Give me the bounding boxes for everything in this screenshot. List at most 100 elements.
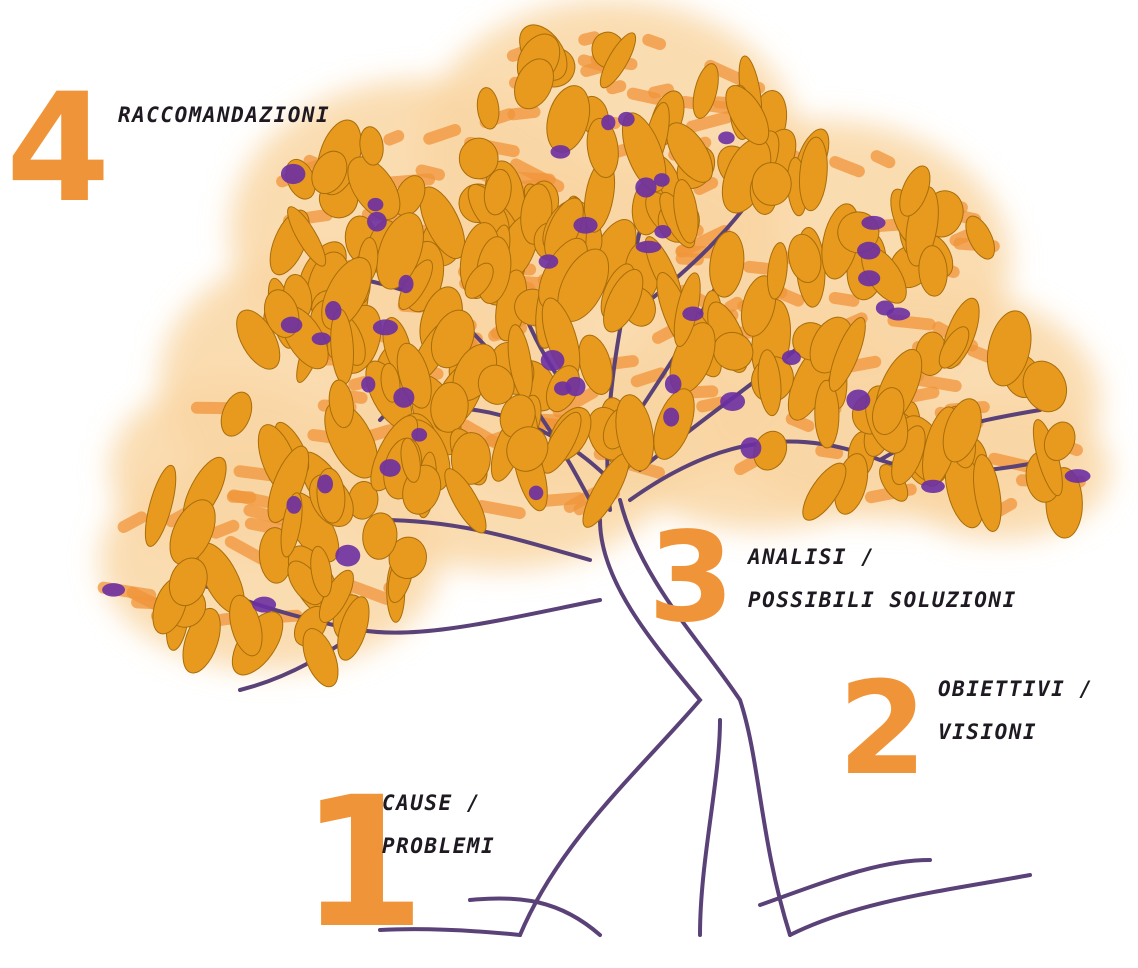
orange-streak [642,33,667,51]
leaf [464,262,494,299]
purple-spot [528,485,544,501]
leaf [751,162,792,206]
leaf [328,379,355,429]
purple-spot [367,211,387,232]
step-2-label: OBIETTIVI / VISIONI [938,668,1094,754]
purple-spot [311,332,331,346]
orange-streak [227,489,272,508]
purple-spot [740,437,762,459]
leaf [483,168,512,216]
purple-spot [367,197,384,212]
leaf [615,394,655,472]
orange-streak [693,176,719,195]
purple-spot [573,216,598,234]
orange-streak [507,105,541,121]
leaf [337,596,370,661]
leaf [302,628,339,688]
orange-streak [117,511,148,533]
leaf [709,231,745,298]
purple-spot [411,428,428,442]
leaf [229,594,263,657]
purple-spot [635,240,662,254]
leaf [450,432,491,485]
leaf [458,137,499,180]
branch [758,858,932,907]
tree-leaves [144,24,1083,688]
leaf [444,468,487,534]
purple-spot [379,459,401,477]
leaf [430,381,469,433]
orange-streak [743,260,772,275]
purple-spot [875,300,895,316]
purple-spot [921,479,945,494]
leaf [310,545,333,598]
leaf [287,206,327,267]
leaf [376,212,424,290]
leaf [514,58,554,110]
orange-streak [829,156,865,178]
branch [518,518,703,937]
purple-spot [317,474,334,494]
orange-streak [828,291,860,307]
orange-streak [630,367,667,388]
leaf [918,245,948,297]
purple-spot [846,389,871,411]
purple-spot [663,407,680,427]
leaf [965,215,996,260]
leaf [506,426,549,472]
step-4-label-line: RACCOMANDAZIONI [118,103,331,127]
leaf [541,411,582,474]
purple-spot [286,495,302,514]
branch [788,873,1032,937]
leaf [476,87,500,130]
purple-spot [361,376,376,393]
purple-spot [280,316,303,334]
step-2-number: 2 [838,655,928,804]
orange-streak [343,579,393,605]
leaf [788,233,822,283]
purple-spot [618,111,635,127]
purple-spot [781,350,801,366]
purple-spot [654,225,672,239]
leaf [1022,360,1068,413]
orange-streak [870,150,896,169]
step-2-label-line: OBIETTIVI / [938,677,1094,701]
purple-spot [393,387,415,408]
leaf [144,464,177,547]
orange-streak [383,130,405,146]
leaf [673,179,699,244]
purple-spot [252,596,277,613]
orange-streak [675,252,704,266]
purple-spot [635,177,657,198]
leaf [802,462,847,521]
tree-illustration [97,0,1110,937]
leaf [814,379,840,449]
purple-spot [538,254,559,269]
orange-streak [908,373,962,393]
branch [618,498,792,937]
orange-streak [475,499,526,520]
leaf [586,117,619,179]
leaf [362,512,398,560]
leaf [1043,421,1076,461]
step-1-number: 1 [300,759,426,968]
orange-streak [209,519,240,539]
leaf [725,85,770,146]
step-4-label: RACCOMANDAZIONI [118,94,330,137]
purple-spot [653,173,670,187]
purple-spot [102,583,126,597]
purple-spots [102,111,1091,613]
purple-spot [325,301,342,321]
purple-spot [718,131,735,145]
leaf [871,387,905,436]
leaf [347,156,401,220]
leaf [666,122,714,183]
purple-spot [861,215,886,230]
step-3-label-line: ANALISI / [748,545,876,569]
purple-spot [1064,469,1091,483]
leaf [942,398,982,463]
leaf [766,242,788,300]
leaf [400,437,421,483]
step-4-number: 4 [6,62,111,236]
purple-spot [601,114,616,131]
